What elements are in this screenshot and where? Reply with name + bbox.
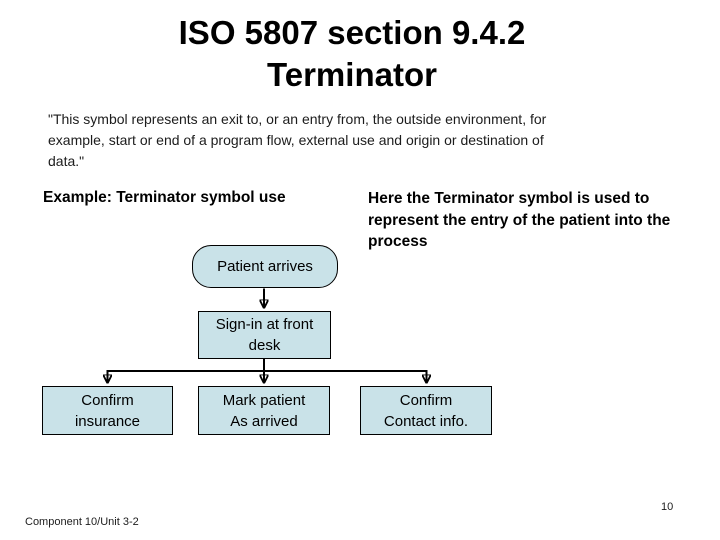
process-node-mark-arrived: Mark patient As arrived xyxy=(198,386,330,435)
process-node-sign-in: Sign-in at front desk xyxy=(198,311,331,359)
process-node-confirm-insurance: Confirm insurance xyxy=(42,386,173,435)
page-number: 10 xyxy=(661,501,674,513)
footer-text: Component 10/Unit 3-2 xyxy=(25,516,139,528)
slide-title-line1: ISO 5807 section 9.4.2 xyxy=(178,14,526,51)
example-label: Example: Terminator symbol use xyxy=(43,189,286,206)
slide-title-line2: Terminator xyxy=(267,56,437,93)
process-node-confirm-contact: Confirm Contact info. xyxy=(360,386,492,435)
slide-title: ISO 5807 section 9.4.2 Terminator xyxy=(0,12,704,96)
side-note: Here the Terminator symbol is used to re… xyxy=(368,190,671,250)
terminator-node-patient-arrives: Patient arrives xyxy=(192,245,338,288)
definition-quote: "This symbol represents an exit to, or a… xyxy=(48,111,547,169)
